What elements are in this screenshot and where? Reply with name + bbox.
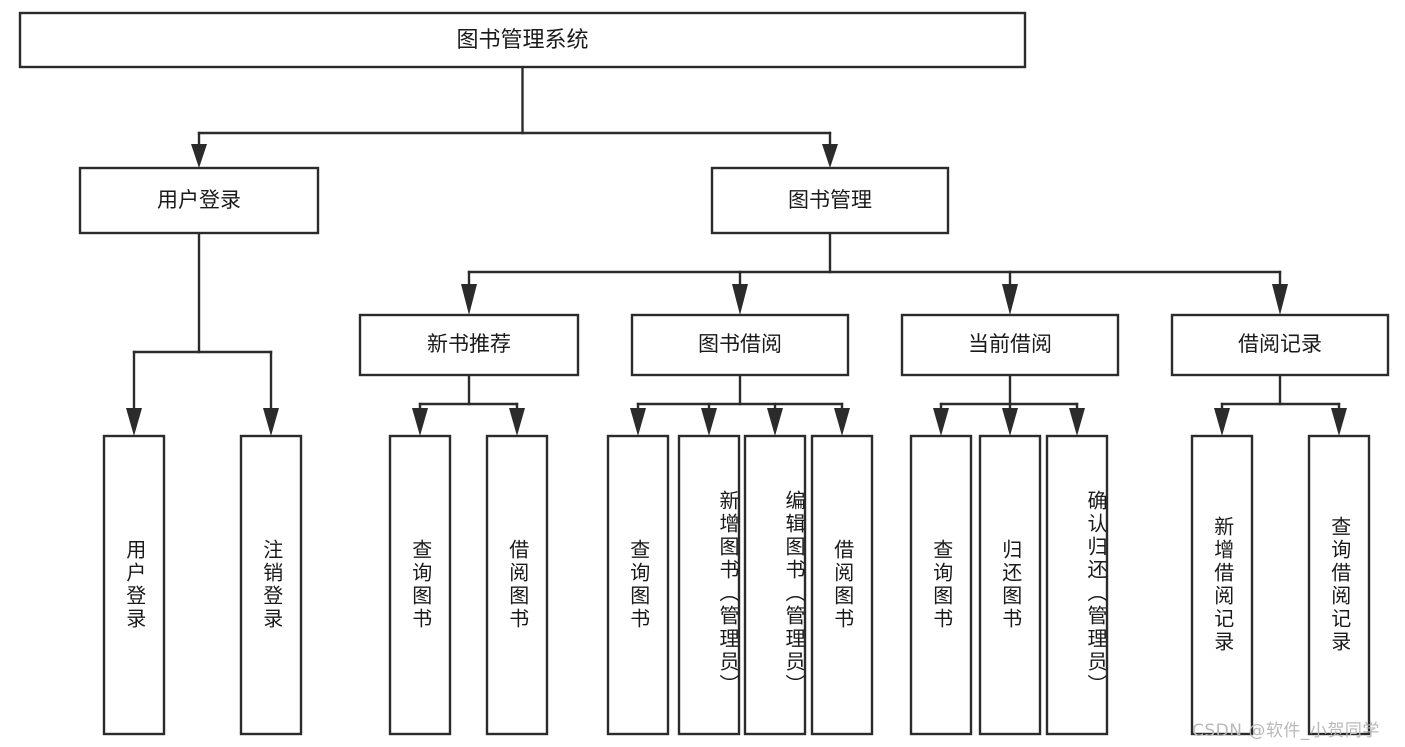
- node-book-management[interactable]: 图书管理: [710, 166, 950, 235]
- arrow-leaf-user-login: [126, 408, 142, 436]
- node-current-borrow[interactable]: 当前借阅: [900, 313, 1120, 377]
- connectors-newbook-to-leaves: [412, 373, 525, 436]
- leaf-box-cb-return[interactable]: [978, 434, 1042, 736]
- leaf-box-bb-query[interactable]: [606, 434, 670, 736]
- node-book-management-label: 图书管理: [788, 188, 872, 212]
- leaf-box-br-add[interactable]: [1190, 434, 1254, 736]
- node-new-book-recommend[interactable]: 新书推荐: [358, 313, 580, 377]
- node-borrow-record-label: 借阅记录: [1238, 332, 1322, 356]
- node-new-book-recommend-label: 新书推荐: [427, 332, 511, 356]
- arrow-leaf-logout: [263, 408, 279, 436]
- leaf-box-bb-borrow[interactable]: [810, 434, 874, 736]
- node-current-borrow-label: 当前借阅: [968, 332, 1052, 356]
- leaf-box-bb-add[interactable]: [677, 434, 741, 736]
- arrow-leaf-br-query: [1331, 408, 1347, 436]
- leaf-box-bb-edit[interactable]: [743, 434, 807, 736]
- leaf-box-br-query[interactable]: [1307, 434, 1371, 736]
- arrow-leaf-bb-query: [630, 408, 646, 436]
- arrow-to-book-mgmt: [822, 144, 838, 168]
- node-root-label: 图书管理系统: [456, 28, 588, 53]
- node-borrow-record[interactable]: 借阅记录: [1170, 313, 1390, 377]
- arrow-leaf-bb-edit: [767, 408, 783, 436]
- arrow-leaf-newbook-query: [412, 408, 428, 436]
- connectors-root-to-level2: [191, 65, 838, 168]
- arrow-leaf-cb-return: [1002, 408, 1018, 436]
- arrow-leaf-bb-add: [701, 408, 717, 436]
- arrow-to-borrow-record: [1272, 284, 1288, 315]
- arrow-to-book-borrow: [732, 284, 748, 315]
- node-current-borrow-box[interactable]: [900, 313, 1120, 377]
- connectors-bookborrow-to-leaves: [630, 373, 850, 436]
- node-user-login-label: 用户登录: [157, 188, 241, 212]
- leaf-box-user-login[interactable]: [102, 434, 166, 736]
- node-user-login-box[interactable]: [78, 166, 320, 235]
- node-new-book-recommend-box[interactable]: [358, 313, 580, 377]
- connectors-bookmgmt-to-level3: [461, 231, 1288, 315]
- node-root[interactable]: 图书管理系统: [18, 11, 1027, 69]
- leaf-box-cb-query[interactable]: [909, 434, 973, 736]
- leaf-box-newbook-borrow[interactable]: [485, 434, 549, 736]
- connectors-userlogin-to-leaves: [126, 231, 279, 436]
- node-book-borrow-box[interactable]: [630, 313, 850, 377]
- connectors-currentborrow-to-leaves: [933, 373, 1085, 436]
- arrow-leaf-cb-confirm: [1069, 408, 1085, 436]
- arrow-to-new-book: [461, 284, 477, 315]
- leaf-box-logout[interactable]: [239, 434, 303, 736]
- arrow-leaf-br-add: [1214, 408, 1230, 436]
- csdn-watermark: CSDN @软件_小贺同学: [1192, 721, 1380, 741]
- node-user-login[interactable]: 用户登录: [78, 166, 320, 235]
- leaf-box-cb-confirm[interactable]: [1045, 434, 1109, 736]
- arrow-leaf-newbook-borrow: [509, 408, 525, 436]
- node-book-borrow[interactable]: 图书借阅: [630, 313, 850, 377]
- arrow-to-user-login: [191, 144, 207, 168]
- arrow-leaf-bb-borrow: [834, 408, 850, 436]
- leaf-box-newbook-query[interactable]: [388, 434, 452, 736]
- node-root-box[interactable]: [18, 11, 1027, 69]
- node-book-management-box[interactable]: [710, 166, 950, 235]
- node-book-borrow-label: 图书借阅: [698, 332, 782, 356]
- arrow-leaf-cb-query: [933, 408, 949, 436]
- node-borrow-record-box[interactable]: [1170, 313, 1390, 377]
- connectors-borrowrecord-to-leaves: [1214, 373, 1347, 436]
- arrow-to-current-borrow: [1002, 284, 1018, 315]
